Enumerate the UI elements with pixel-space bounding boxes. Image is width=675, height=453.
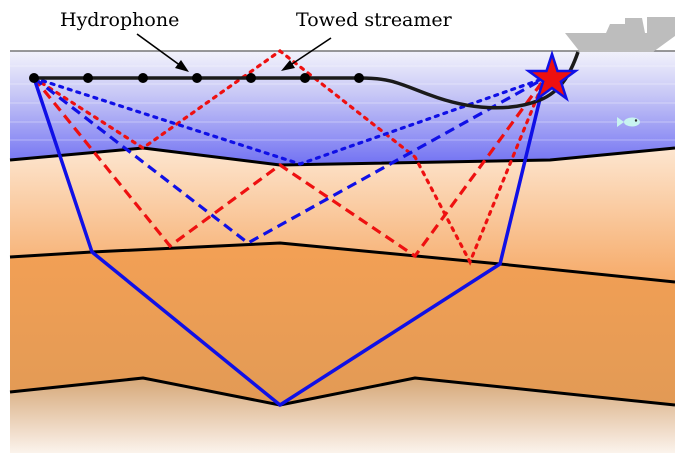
towed-streamer [34,76,541,110]
star-icon [524,49,580,102]
sediment-layer-1 [10,148,675,282]
ray-red-dashed [32,76,547,259]
hydrophone-dot [138,73,148,83]
sediment-layer-2 [10,243,675,405]
blue-dashed-rays [33,76,546,245]
reflector-1 [9,241,675,284]
ray-red-dotted-multiple [32,49,547,266]
ship-icon [565,17,675,52]
hydrophone-dot [354,73,364,83]
red-dashed-rays [32,76,547,259]
hydrophone-dot [29,73,39,83]
red-dotted-rays [32,49,547,266]
towed-streamer-label: Towed streamer [296,9,453,31]
basement-layer [10,378,675,453]
hydrophone-arrow [136,33,182,67]
hydrophone-dot [300,73,310,83]
tow-cable [539,51,580,102]
ray-blue-dashed [33,76,546,245]
hydrophone-dot [83,73,93,83]
label-arrows [136,33,332,72]
hydrophone-dot [192,73,202,83]
fish-icon [617,117,640,127]
ray-blue-dotted [32,76,547,166]
towed-streamer-arrow [288,37,332,67]
hydrophones [29,73,364,83]
hydrophone-label: Hydrophone [60,9,179,31]
hydrophone-dot [246,73,256,83]
blue-dotted-rays [32,76,547,166]
ray-blue-solid [32,77,547,408]
